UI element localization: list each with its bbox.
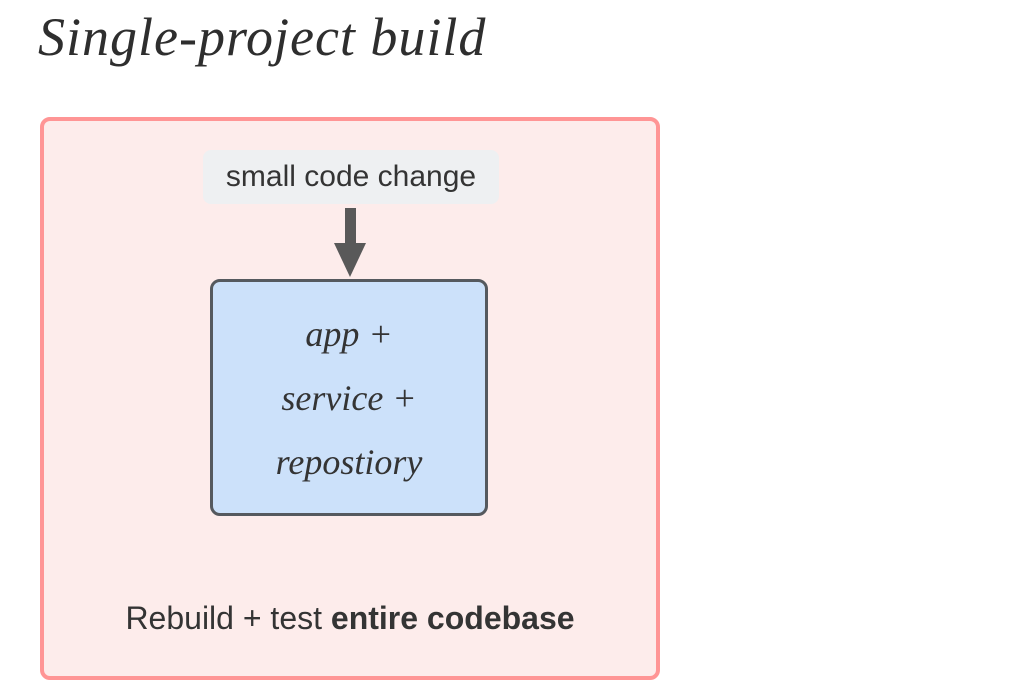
caption-regular-text: Rebuild + test [125,600,331,636]
code-change-label: small code change [203,150,499,204]
build-unit-line-repository: repostiory [275,441,423,482]
down-arrow-icon [334,208,366,277]
arrow-shaft [344,208,356,243]
build-unit-line-service: service + [281,377,417,418]
rebuild-caption: Rebuild + test entire codebase [44,600,656,637]
caption-bold-text: entire codebase [330,600,575,636]
diagram-title: Single-project build [38,7,487,67]
single-project-container: small code change app + service + repost… [40,117,660,680]
build-unit-line-app: app + [305,313,393,354]
build-unit-box: app + service + repostiory [210,279,488,516]
arrow-head [334,243,366,277]
